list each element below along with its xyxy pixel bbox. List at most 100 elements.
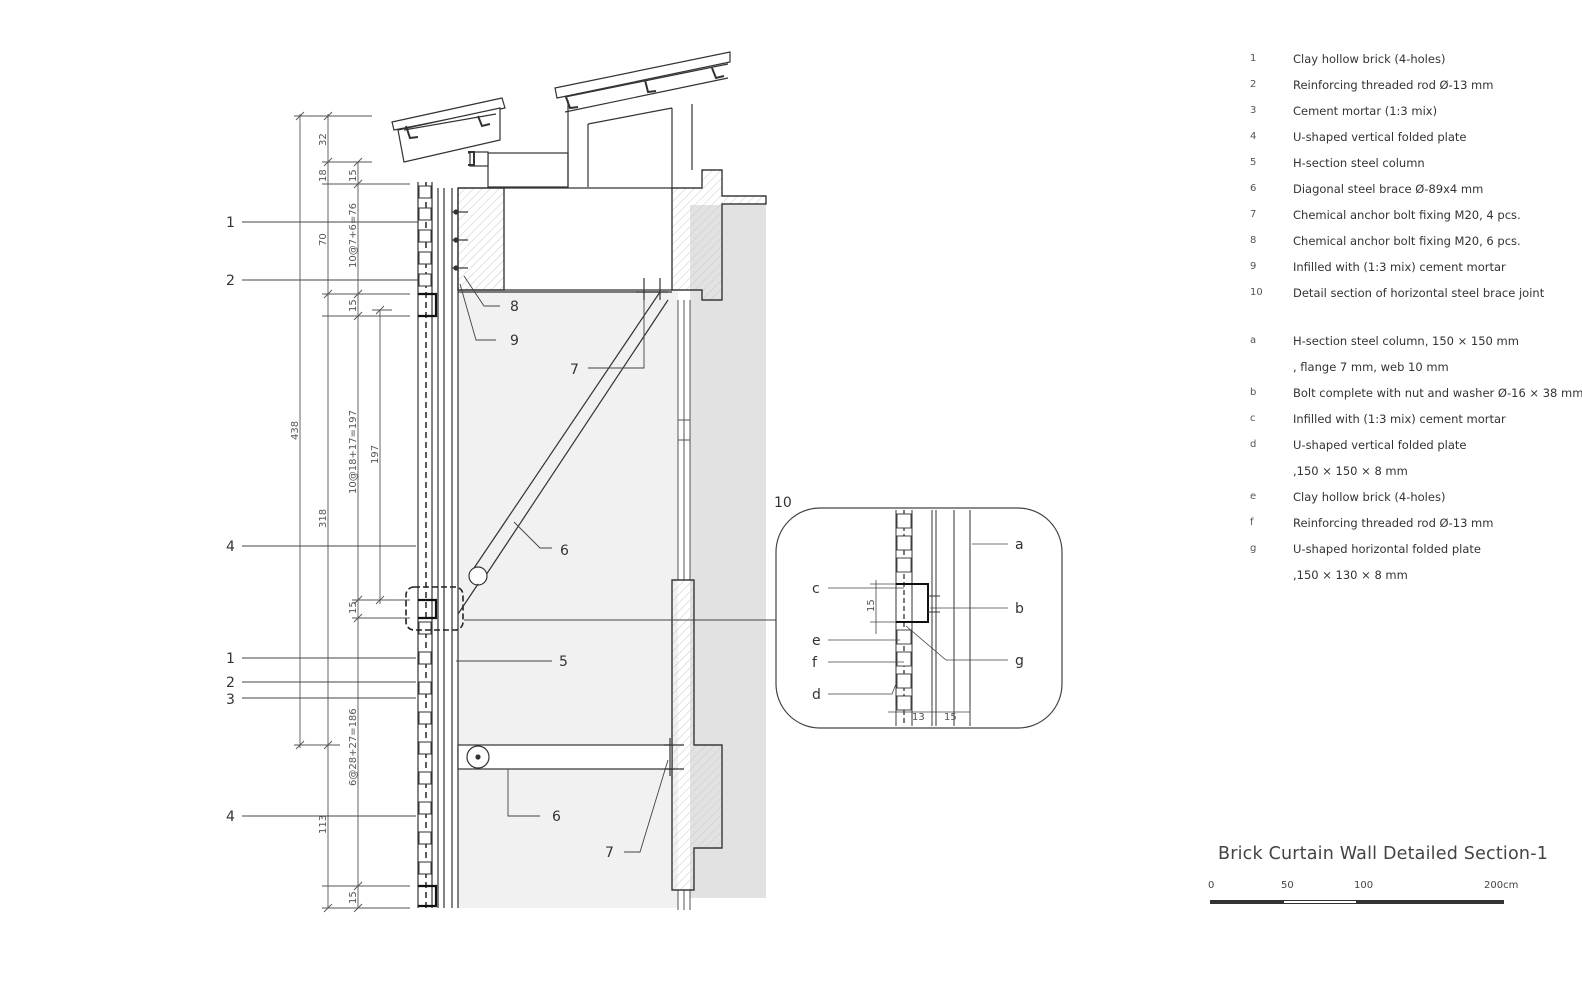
interior-space-panel xyxy=(458,290,678,908)
detail-brick xyxy=(896,651,912,667)
brick xyxy=(418,251,432,265)
legend-item: , flange 7 mm, web 10 mm xyxy=(1250,354,1580,380)
legend-key: 6 xyxy=(1250,183,1257,194)
legend-key: 5 xyxy=(1250,157,1257,168)
legend-item: 2 Reinforcing threaded rod Ø-13 mm xyxy=(1250,72,1580,98)
callout-2: 2 xyxy=(226,675,235,691)
legend-item: f Reinforcing threaded rod Ø-13 mm xyxy=(1250,510,1580,536)
left-callout-leaders xyxy=(242,221,418,817)
brick xyxy=(418,651,432,665)
detail-brick xyxy=(896,673,912,689)
detail-brick xyxy=(896,535,912,551)
legend-text: Reinforcing threaded rod Ø-13 mm xyxy=(1293,516,1494,530)
detail-10-bubble: 10 xyxy=(774,495,1063,729)
legend-key: 10 xyxy=(1250,287,1263,298)
brick xyxy=(418,207,432,221)
detail-brick xyxy=(896,513,912,529)
dim-text: 15 xyxy=(348,169,359,182)
top-beam xyxy=(452,169,767,301)
callout-6: 6 xyxy=(560,543,569,559)
legend-key: 3 xyxy=(1250,105,1257,116)
legend-text: U-shaped vertical folded plate xyxy=(1293,130,1467,144)
callout-7: 7 xyxy=(605,845,614,861)
legend-key: 9 xyxy=(1250,261,1257,272)
detail-number: 10 xyxy=(774,495,792,511)
brick xyxy=(418,861,432,875)
legend-text: Cement mortar (1:3 mix) xyxy=(1293,104,1438,118)
callout-9: 9 xyxy=(510,333,519,349)
callout-3: 3 xyxy=(226,692,235,708)
legend-key: c xyxy=(1250,413,1256,424)
brick xyxy=(418,229,432,243)
callout-8: 8 xyxy=(510,299,519,315)
scale-label: 200cm xyxy=(1484,880,1519,891)
detail-callout-a: a xyxy=(1015,537,1024,553)
legend-text: Detail section of horizontal steel brace… xyxy=(1293,286,1545,300)
detail-callout-c: c xyxy=(812,581,820,597)
legend-key: 7 xyxy=(1250,209,1257,220)
drawing-title: Brick Curtain Wall Detailed Section-1 xyxy=(1218,844,1549,864)
legend-item: 4 U-shaped vertical folded plate xyxy=(1250,124,1580,150)
legend-key: 4 xyxy=(1250,131,1257,142)
legend-text: Infilled with (1:3 mix) cement mortar xyxy=(1293,412,1506,426)
legend-key: d xyxy=(1250,439,1257,450)
legend-key: e xyxy=(1250,491,1257,502)
detail-callout-b: b xyxy=(1015,601,1024,617)
scale-segment xyxy=(1210,900,1284,904)
legend-text: H-section steel column, 150 × 150 mm xyxy=(1293,334,1519,348)
detail-dim: 13 xyxy=(912,712,925,723)
brick-curtain-wall xyxy=(417,182,433,908)
brick xyxy=(418,711,432,725)
legend-item: e Clay hollow brick (4-holes) xyxy=(1250,484,1580,510)
legend-key: 2 xyxy=(1250,79,1257,90)
window-frame xyxy=(677,300,691,910)
callout-6: 6 xyxy=(552,809,561,825)
detail-callout-d: d xyxy=(812,687,821,703)
dimension-lines xyxy=(294,111,410,913)
callout-1: 1 xyxy=(226,215,235,231)
legend-text: Infilled with (1:3 mix) cement mortar xyxy=(1293,260,1506,274)
mid-callout-labels: 8 9 7 6 5 6 7 xyxy=(510,299,614,861)
legend-text: ,150 × 150 × 8 mm xyxy=(1293,464,1408,478)
dim-text: 18 xyxy=(318,169,329,182)
detail-dim: 15 xyxy=(944,712,957,723)
legend-item: c Infilled with (1:3 mix) cement mortar xyxy=(1250,406,1580,432)
steel-column xyxy=(437,188,459,908)
detail-callout-g: g xyxy=(1015,653,1024,669)
scale-segment xyxy=(1356,900,1504,904)
dim-text: 15 xyxy=(348,601,359,614)
detail-brick xyxy=(896,629,912,645)
detail-brick xyxy=(896,557,912,573)
legend-item: ,150 × 150 × 8 mm xyxy=(1250,458,1580,484)
legend-text: Clay hollow brick (4-holes) xyxy=(1293,52,1446,66)
brick xyxy=(418,185,432,199)
callout-2: 2 xyxy=(226,273,235,289)
legend-text: Clay hollow brick (4-holes) xyxy=(1293,490,1446,504)
legend-text: Bolt complete with nut and washer Ø-16 ×… xyxy=(1293,386,1582,400)
scale-segment xyxy=(1284,900,1356,904)
dim-text: 32 xyxy=(318,133,329,146)
dim-text: 318 xyxy=(318,509,329,528)
brick xyxy=(418,831,432,845)
legend-key: f xyxy=(1250,517,1254,528)
dim-text: 438 xyxy=(290,421,301,440)
legend-key: g xyxy=(1250,543,1257,554)
dimension-texts: 32 18 15 70 10@7+6=76 15 438 10@18+17=19… xyxy=(290,133,381,904)
roof-assembly xyxy=(391,51,731,190)
legend-text: Reinforcing threaded rod Ø-13 mm xyxy=(1293,78,1494,92)
legend-text: , flange 7 mm, web 10 mm xyxy=(1293,360,1449,374)
legend-item: 3 Cement mortar (1:3 mix) xyxy=(1250,98,1580,124)
dim-text: 15 xyxy=(348,891,359,904)
legend-item: ,150 × 130 × 8 mm xyxy=(1250,562,1580,588)
dim-text: 10@18+17=197 xyxy=(348,410,359,494)
dim-text: 70 xyxy=(318,233,329,246)
left-callout-labels: 1 2 4 1 2 3 4 xyxy=(226,215,235,825)
brick xyxy=(418,273,432,287)
detail-marker-box xyxy=(405,586,464,631)
detail-callout-e: e xyxy=(812,633,821,649)
scale-bar: 0 50 100 200cm xyxy=(1208,880,1518,910)
